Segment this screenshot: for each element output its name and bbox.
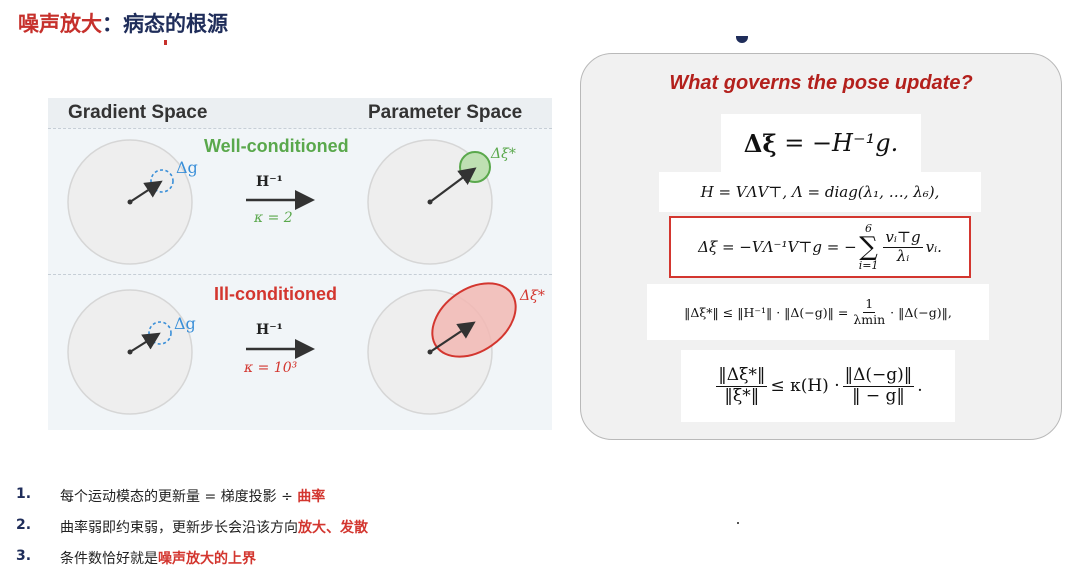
- equation-relative-bound: ‖Δξ*‖ ‖ξ*‖ ≤ κ(H) · ‖Δ(−g)‖ ‖ − g‖ .: [681, 350, 955, 422]
- eq5-den2: ‖ − g‖: [851, 385, 905, 406]
- conditioning-figure: Gradient Space Parameter Space Well-cond…: [48, 98, 552, 430]
- eq4-lhs: ‖Δξ*‖ ≤ ‖H⁻¹‖ · ‖Δ(−g)‖ =: [684, 304, 849, 320]
- bullet-number: 1.: [16, 486, 32, 502]
- equation-update: Δξ = −H⁻¹g.: [721, 114, 921, 172]
- eq5-num2: ‖Δ(−g)‖: [842, 364, 915, 387]
- gradient-space-title: Gradient Space: [68, 102, 208, 123]
- matrix-label: H⁻¹: [256, 174, 283, 190]
- equation-bound: ‖Δξ*‖ ≤ ‖H⁻¹‖ · ‖Δ(−g)‖ = 1 λmin · ‖Δ(−g…: [647, 284, 989, 340]
- bullet-highlight: 放大、发散: [298, 520, 368, 536]
- header-divider: [48, 128, 552, 129]
- bullet-highlight: 曲率: [297, 489, 326, 505]
- update-label: Δξ*: [520, 288, 545, 304]
- eq3-den: λᵢ: [896, 246, 910, 265]
- well-conditioned-row: Well-conditioned Δg H⁻¹ κ = 2 Δξ*: [48, 130, 552, 272]
- title-artifact: [164, 40, 167, 45]
- eq4-tail: · ‖Δ(−g)‖,: [890, 304, 952, 320]
- eq3-tail: vᵢ.: [925, 238, 942, 256]
- eq3-sum-symbol: ∑: [859, 232, 878, 262]
- eq5-tail: .: [917, 376, 923, 396]
- eq5-mid: ≤ κ(H) ·: [770, 376, 840, 396]
- eq5-fraction-1: ‖Δξ*‖ ‖ξ*‖: [716, 364, 768, 406]
- bullet-text: 曲率弱即约束弱，更新步长会沿该方向放大、发散: [60, 517, 368, 537]
- equation-modal-sum: Δξ = −VΛ⁻¹V⊤g = − 6 ∑ i=1 vᵢ⊤g λᵢ vᵢ.: [669, 216, 971, 278]
- gradient-arrow: [129, 180, 163, 203]
- update-arrow: [429, 321, 476, 353]
- bullet-number: 2.: [16, 517, 32, 533]
- eq5-num1: ‖Δξ*‖: [716, 364, 768, 387]
- eq4-den: λmin: [853, 311, 886, 327]
- eq3-sum-top: 6: [865, 222, 873, 235]
- bullet-plain: 每个运动模态的更新量 = 梯度投影 ÷: [60, 489, 298, 505]
- row-divider: [48, 274, 552, 275]
- slide-title: 噪声放大：病态的根源: [18, 8, 228, 38]
- eq5-fraction-2: ‖Δ(−g)‖ ‖ − g‖: [842, 364, 915, 406]
- kappa-label: κ = 10³: [244, 360, 298, 376]
- bullet-highlight: 噪声放大的上界: [158, 551, 256, 567]
- bullet-plain: 条件数恰好就是: [60, 551, 158, 567]
- stray-dot: [737, 522, 739, 524]
- bullet-text: 每个运动模态的更新量 = 梯度投影 ÷ 曲率: [60, 486, 325, 506]
- matrix-label: H⁻¹: [256, 322, 283, 338]
- eq4-fraction: 1 λmin: [851, 296, 887, 327]
- math-card: What governs the pose update? Δξ = −H⁻¹g…: [580, 53, 1062, 440]
- title-highlight: 噪声放大: [18, 12, 102, 36]
- ill-conditioned-label: Ill-conditioned: [214, 284, 337, 304]
- delta-g-label: Δg: [176, 158, 198, 177]
- eq3-lhs: Δξ = −VΛ⁻¹V⊤g = −: [698, 238, 857, 256]
- eq1-lhs: Δξ: [743, 128, 777, 158]
- eq3-fraction: vᵢ⊤g λᵢ: [883, 228, 923, 265]
- eq3-num: vᵢ⊤g: [883, 228, 923, 248]
- gradient-arrow: [129, 332, 161, 353]
- update-arrow: [429, 167, 477, 203]
- eq5-den1: ‖ξ*‖: [724, 385, 760, 406]
- title-rest: 病态的根源: [123, 12, 228, 36]
- update-uncertainty-ellipse: [431, 282, 517, 358]
- ill-conditioned-diagram: [67, 282, 517, 415]
- bullet-text: 条件数恰好就是噪声放大的上界: [60, 548, 256, 568]
- ill-conditioned-row: Ill-conditioned Δg H⁻¹ κ = 10³ Δξ*: [48, 278, 552, 428]
- well-conditioned-label: Well-conditioned: [204, 136, 349, 156]
- eq3-sum-bottom: i=1: [858, 259, 879, 272]
- figure-header: Gradient Space Parameter Space: [48, 98, 552, 128]
- eq1-rhs: = −H⁻¹g.: [784, 129, 899, 157]
- bullet-plain: 曲率弱即约束弱，更新步长会沿该方向: [60, 520, 298, 536]
- equation-eigendecomposition: H = VΛV⊤, Λ = diag(λ₁, …, λ₆),: [659, 172, 981, 212]
- eq4-num: 1: [863, 296, 876, 313]
- eq3-sum: 6 ∑ i=1: [859, 223, 879, 271]
- title-artifact-2: [736, 36, 748, 43]
- title-colon: ：: [102, 12, 123, 36]
- bullet-number: 3.: [16, 548, 32, 564]
- well-conditioned-diagram: [67, 139, 493, 265]
- math-question: What governs the pose update?: [669, 72, 973, 94]
- kappa-label: κ = 2: [254, 210, 293, 226]
- parameter-space-title: Parameter Space: [368, 102, 523, 123]
- delta-g-label: Δg: [174, 314, 196, 333]
- update-label: Δξ*: [491, 146, 516, 162]
